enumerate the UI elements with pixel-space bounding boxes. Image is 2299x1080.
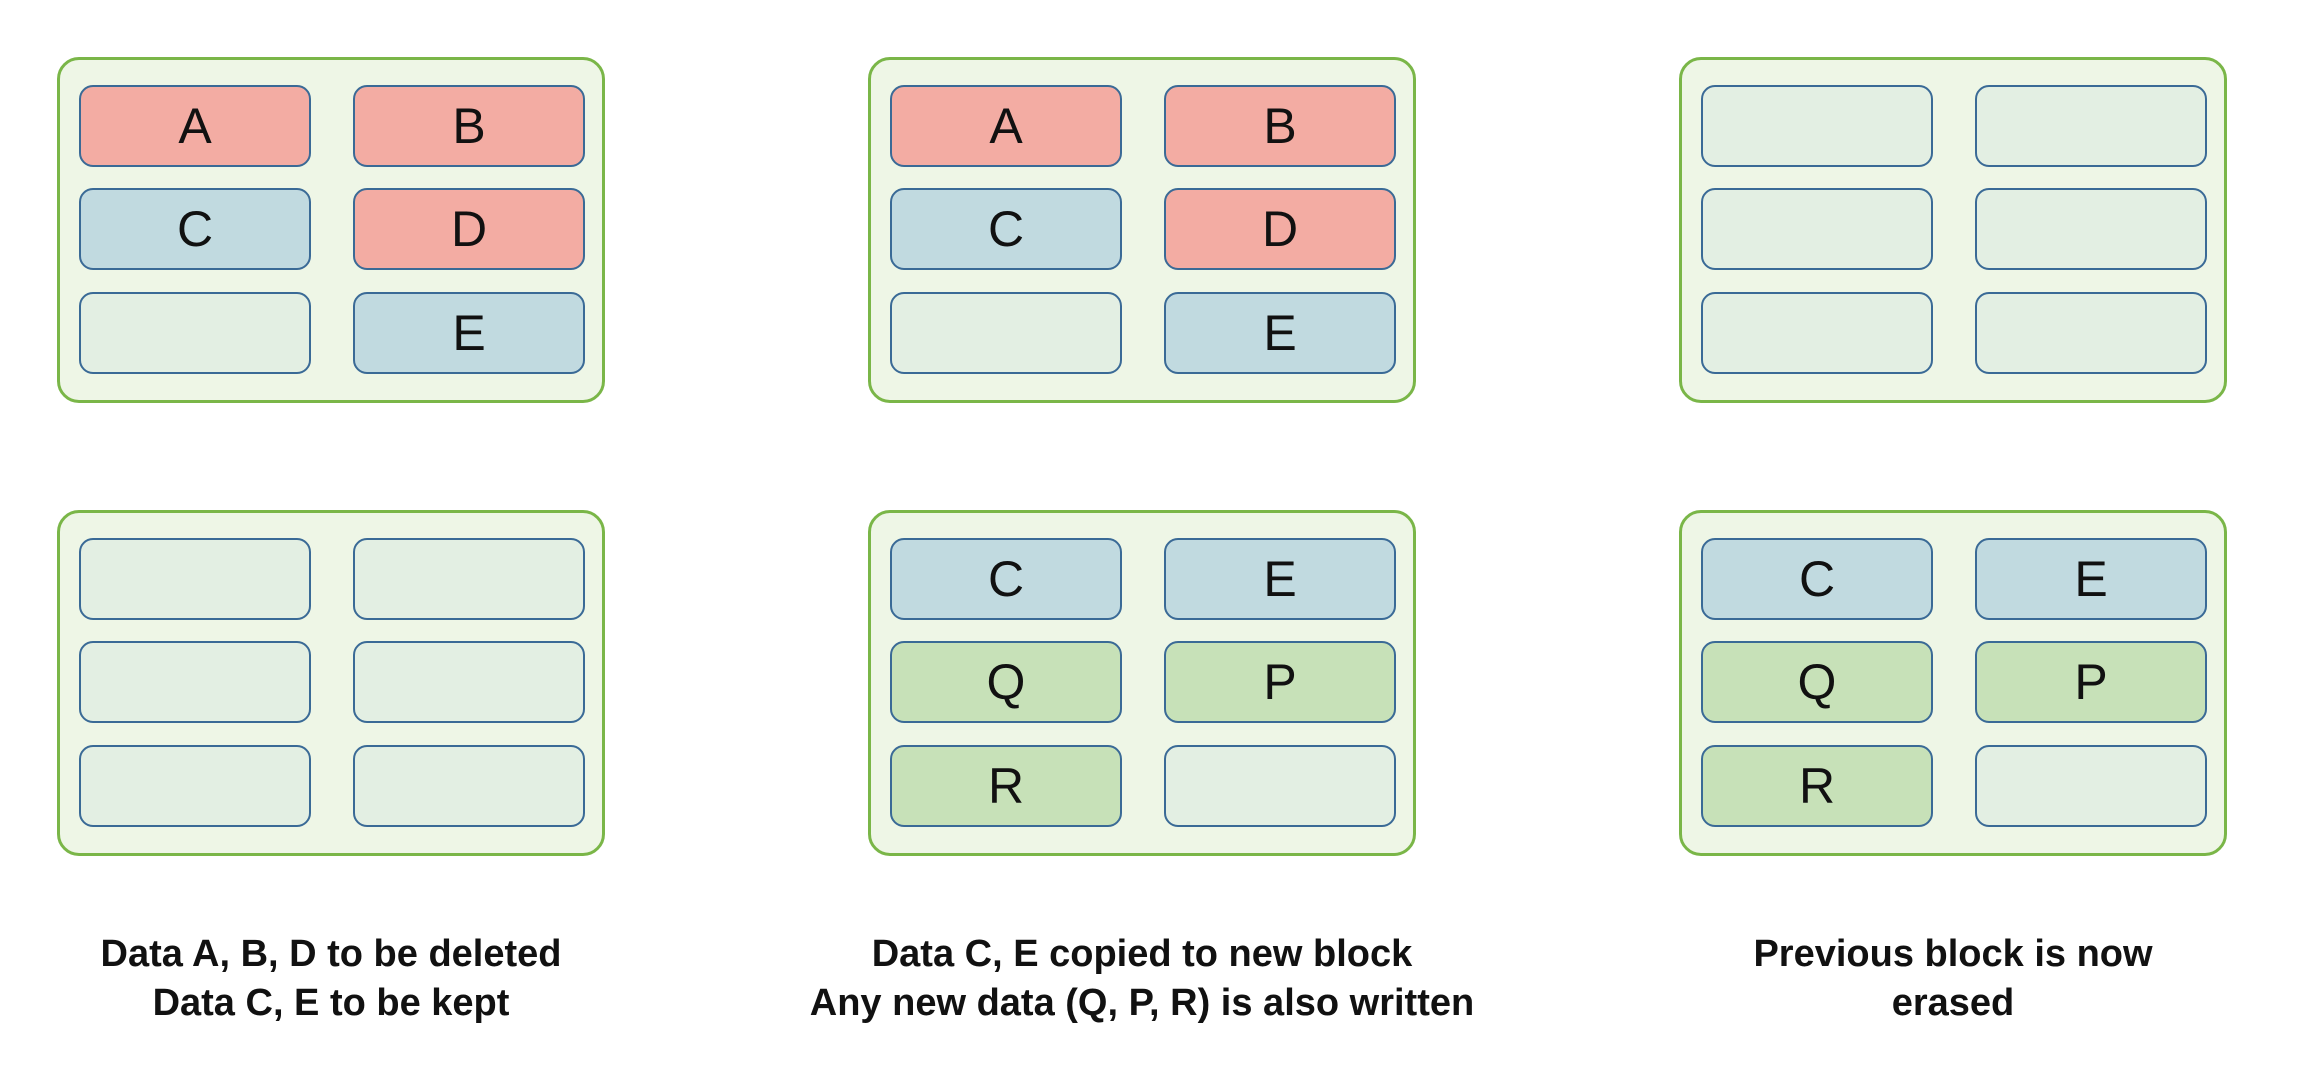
- page-cell: R: [1701, 745, 1933, 827]
- page-cell: [79, 641, 311, 723]
- page-cell: E: [1164, 292, 1396, 374]
- page-cell: [1701, 85, 1933, 167]
- page-cell: [1975, 745, 2207, 827]
- page-cell: A: [79, 85, 311, 167]
- page-cell: P: [1164, 641, 1396, 723]
- step-1-new-block: [57, 510, 605, 856]
- page-cell: E: [353, 292, 585, 374]
- step-3-new-block: C E Q P R: [1679, 510, 2227, 856]
- step-2-old-block: A B C D E: [868, 57, 1416, 403]
- page-cell: C: [79, 188, 311, 270]
- page-cell: B: [353, 85, 585, 167]
- step-1-caption: Data A, B, D to be deleted Data C, E to …: [0, 930, 691, 1028]
- step-3-caption: Previous block is now erased: [1593, 930, 2299, 1028]
- page-cell: C: [890, 188, 1122, 270]
- page-cell: [1701, 292, 1933, 374]
- page-cell: C: [1701, 538, 1933, 620]
- page-cell: [1701, 188, 1933, 270]
- page-cell: [79, 745, 311, 827]
- caption-line-2: Any new data (Q, P, R) is also written: [809, 982, 1475, 1024]
- page-cell: Q: [1701, 641, 1933, 723]
- caption-line-1: Previous block is now: [1753, 933, 2153, 975]
- page-cell: A: [890, 85, 1122, 167]
- page-cell: [1975, 292, 2207, 374]
- step-2-caption: Data C, E copied to new block Any new da…: [782, 930, 1502, 1028]
- page-cell: B: [1164, 85, 1396, 167]
- page-cell: Q: [890, 641, 1122, 723]
- page-cell: P: [1975, 641, 2207, 723]
- caption-line-2: Data C, E to be kept: [152, 982, 510, 1024]
- page-cell: [353, 745, 585, 827]
- caption-line-1: Data C, E copied to new block: [871, 933, 1413, 975]
- page-cell: R: [890, 745, 1122, 827]
- step-2-new-block: C E Q P R: [868, 510, 1416, 856]
- page-cell: [890, 292, 1122, 374]
- page-cell: C: [890, 538, 1122, 620]
- page-cell: E: [1164, 538, 1396, 620]
- step-1-old-block: A B C D E: [57, 57, 605, 403]
- caption-line-1: Data A, B, D to be deleted: [100, 933, 562, 975]
- page-cell: D: [353, 188, 585, 270]
- step-3-old-block: [1679, 57, 2227, 403]
- caption-line-2: erased: [1891, 982, 2015, 1024]
- page-cell: [79, 538, 311, 620]
- page-cell: [353, 538, 585, 620]
- page-cell: [1975, 188, 2207, 270]
- page-cell: [1975, 85, 2207, 167]
- page-cell: [353, 641, 585, 723]
- page-cell: [1164, 745, 1396, 827]
- page-cell: D: [1164, 188, 1396, 270]
- page-cell: [79, 292, 311, 374]
- page-cell: E: [1975, 538, 2207, 620]
